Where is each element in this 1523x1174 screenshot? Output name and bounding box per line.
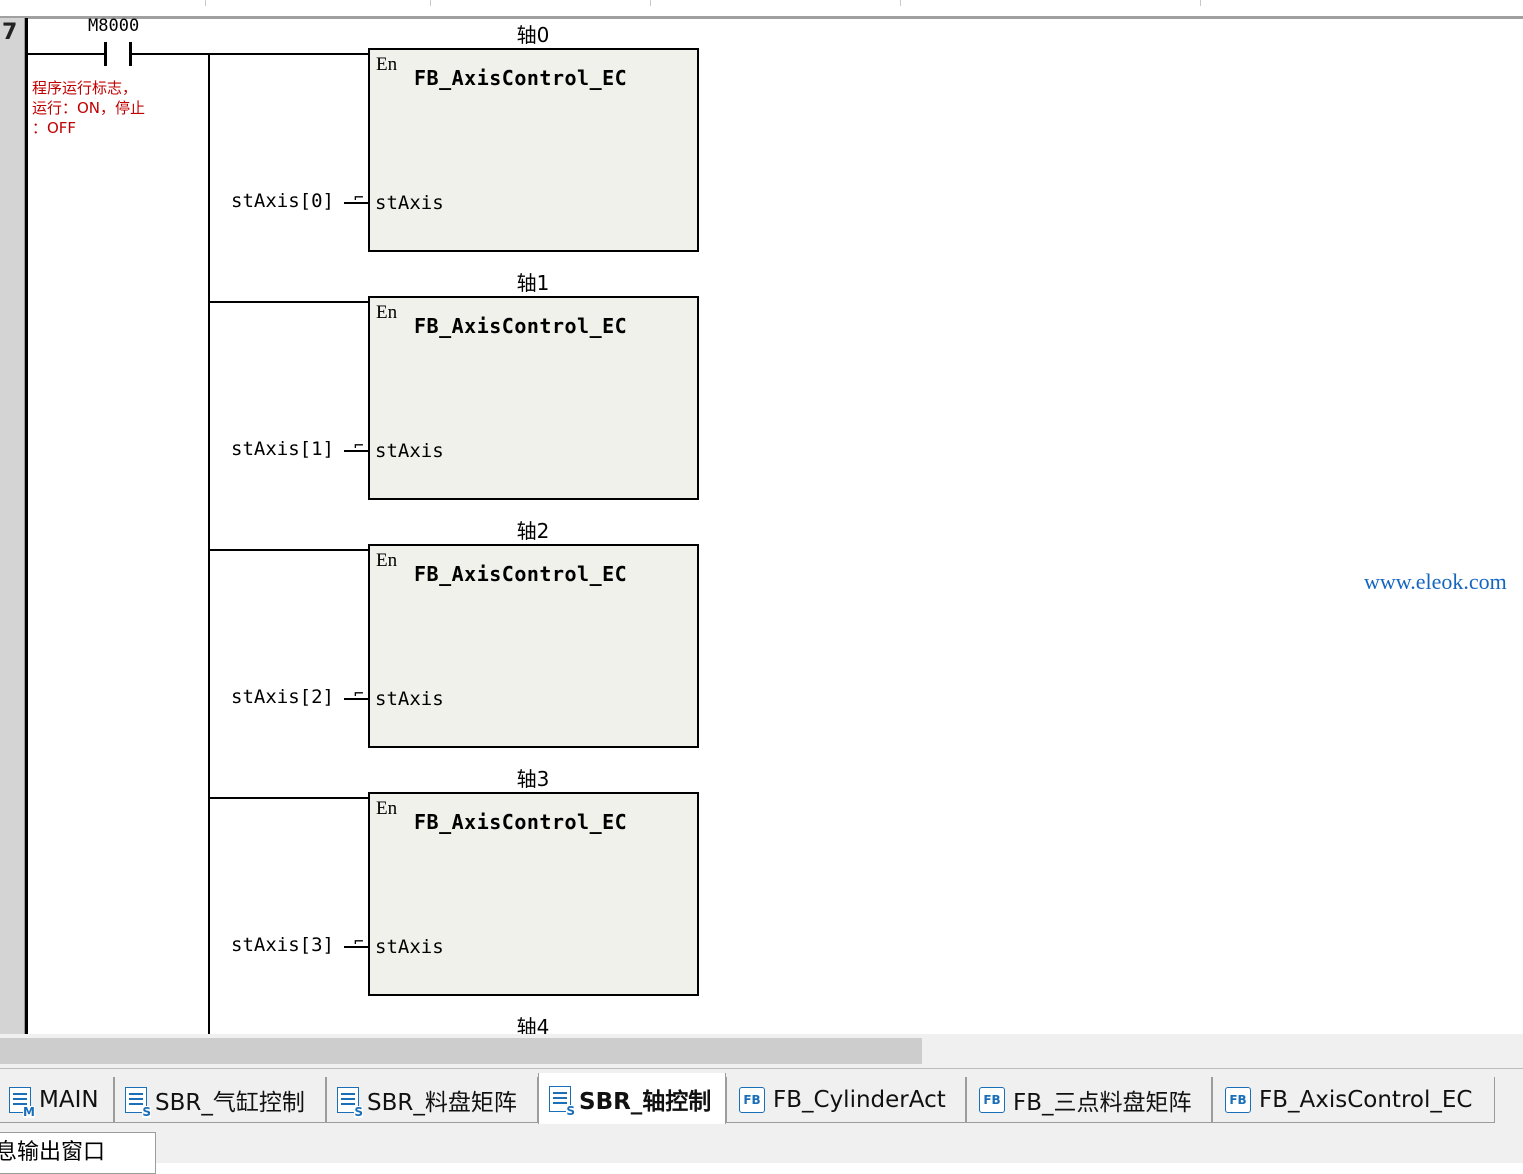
function-block-name: FB_AxisControl_EC [414, 314, 628, 338]
function-block-name: FB_AxisControl_EC [414, 810, 628, 834]
tab-label: MAIN [39, 1086, 99, 1113]
toolbar-segment [900, 0, 1201, 6]
tab-sbr-cylinder-control[interactable]: S SBR_气缸控制 [114, 1077, 326, 1123]
function-block-icon: FB [739, 1086, 765, 1113]
input-arrow-icon: ⌐ [354, 932, 364, 951]
block-title: 轴1 [516, 271, 550, 295]
comment-line: 程序运行标志， [32, 79, 138, 97]
tab-sbr-tray-matrix[interactable]: S SBR_料盘矩阵 [326, 1077, 538, 1123]
block-title: 轴2 [516, 519, 550, 543]
tab-sbr-axis-control[interactable]: S SBR_轴控制 [538, 1073, 726, 1125]
comment-line: 运行：ON，停止 [32, 99, 146, 117]
top-splitter-bar [0, 0, 1523, 19]
tab-label: SBR_气缸控制 [155, 1089, 305, 1116]
function-block-axis2[interactable]: En FB_AxisControl_EC stAxis [368, 544, 699, 748]
input-arrow-icon: ⌐ [354, 684, 364, 703]
block-title: 轴3 [516, 767, 550, 791]
input-pin-label: stAxis [375, 936, 444, 958]
branch-wire [210, 549, 370, 551]
input-wire [344, 450, 369, 452]
function-block-icon: FB [979, 1086, 1005, 1113]
tab-fb-cylinder-act[interactable]: FB FB_CylinderAct [726, 1077, 966, 1123]
tab-label: SBR_轴控制 [579, 1088, 712, 1115]
enable-pin-label: En [376, 798, 398, 819]
input-pin-label: stAxis [375, 688, 444, 710]
toolbar-segment [0, 0, 206, 6]
bottom-output-panel: 息输出窗口 [0, 1124, 1523, 1174]
subroutine-icon: S [125, 1086, 151, 1118]
watermark-text: www.eleok.com [1364, 569, 1507, 594]
left-power-rail [25, 18, 28, 1034]
contact-address: M8000 [88, 16, 140, 36]
main-program-icon: M [9, 1086, 35, 1118]
subroutine-icon: S [549, 1085, 575, 1117]
program-tab-strip: M MAIN S SBR_气缸控制 S SBR_料盘矩阵 S SBR_轴控制 F… [0, 1068, 1523, 1125]
enable-pin-label: En [376, 54, 398, 75]
tab-fb-three-point-tray-matrix[interactable]: FB FB_三点料盘矩阵 [966, 1077, 1212, 1123]
input-pin-label: stAxis [375, 440, 444, 462]
input-wire [344, 698, 369, 700]
comment-line: ：OFF [32, 119, 77, 137]
function-block-axis3[interactable]: En FB_AxisControl_EC stAxis [368, 792, 699, 996]
rung-number-gutter [0, 18, 25, 1034]
input-wire [344, 202, 369, 204]
function-block-name: FB_AxisControl_EC [414, 562, 628, 586]
rung-number: 7 [2, 20, 18, 45]
horizontal-scrollbar[interactable] [0, 1034, 1523, 1068]
subroutine-icon: S [337, 1086, 363, 1118]
branch-wire [210, 797, 370, 799]
input-arrow-icon: ⌐ [354, 188, 364, 207]
input-variable[interactable]: stAxis[2] [231, 686, 334, 708]
input-variable[interactable]: stAxis[0] [231, 190, 334, 212]
contact-comment: 程序运行标志， 运行：ON，停止 ：OFF [32, 78, 145, 138]
tab-fb-axis-control-ec[interactable]: FB FB_AxisControl_EC [1212, 1077, 1495, 1123]
enable-pin-label: En [376, 302, 398, 323]
input-variable[interactable]: stAxis[1] [231, 438, 334, 460]
contact-left-bar[interactable] [104, 42, 107, 66]
input-wire [344, 946, 369, 948]
toolbar-segment [205, 0, 431, 6]
tab-label: FB_CylinderAct [773, 1086, 946, 1113]
input-arrow-icon: ⌐ [354, 436, 364, 455]
wire [28, 53, 106, 55]
toolbar-segment [430, 0, 651, 6]
function-block-axis1[interactable]: En FB_AxisControl_EC stAxis [368, 296, 699, 500]
scrollbar-thumb[interactable] [0, 1038, 922, 1064]
function-block-axis0[interactable]: En FB_AxisControl_EC stAxis [368, 48, 699, 252]
wire [132, 53, 370, 55]
branch-wire [210, 301, 370, 303]
tab-label: FB_三点料盘矩阵 [1013, 1089, 1192, 1116]
function-block-icon: FB [1225, 1086, 1251, 1113]
tab-main[interactable]: M MAIN [0, 1077, 114, 1123]
input-variable[interactable]: stAxis[3] [231, 934, 334, 956]
branch-vertical-line [208, 53, 210, 1034]
function-block-name: FB_AxisControl_EC [414, 66, 628, 90]
block-title: 轴0 [516, 23, 550, 47]
tab-label: FB_AxisControl_EC [1259, 1086, 1473, 1113]
enable-pin-label: En [376, 550, 398, 571]
tab-label: SBR_料盘矩阵 [367, 1089, 517, 1116]
contact-right-bar[interactable] [129, 42, 132, 66]
output-window-tab[interactable]: 息输出窗口 [0, 1132, 156, 1174]
input-pin-label: stAxis [375, 192, 444, 214]
toolbar-segment [650, 0, 901, 6]
